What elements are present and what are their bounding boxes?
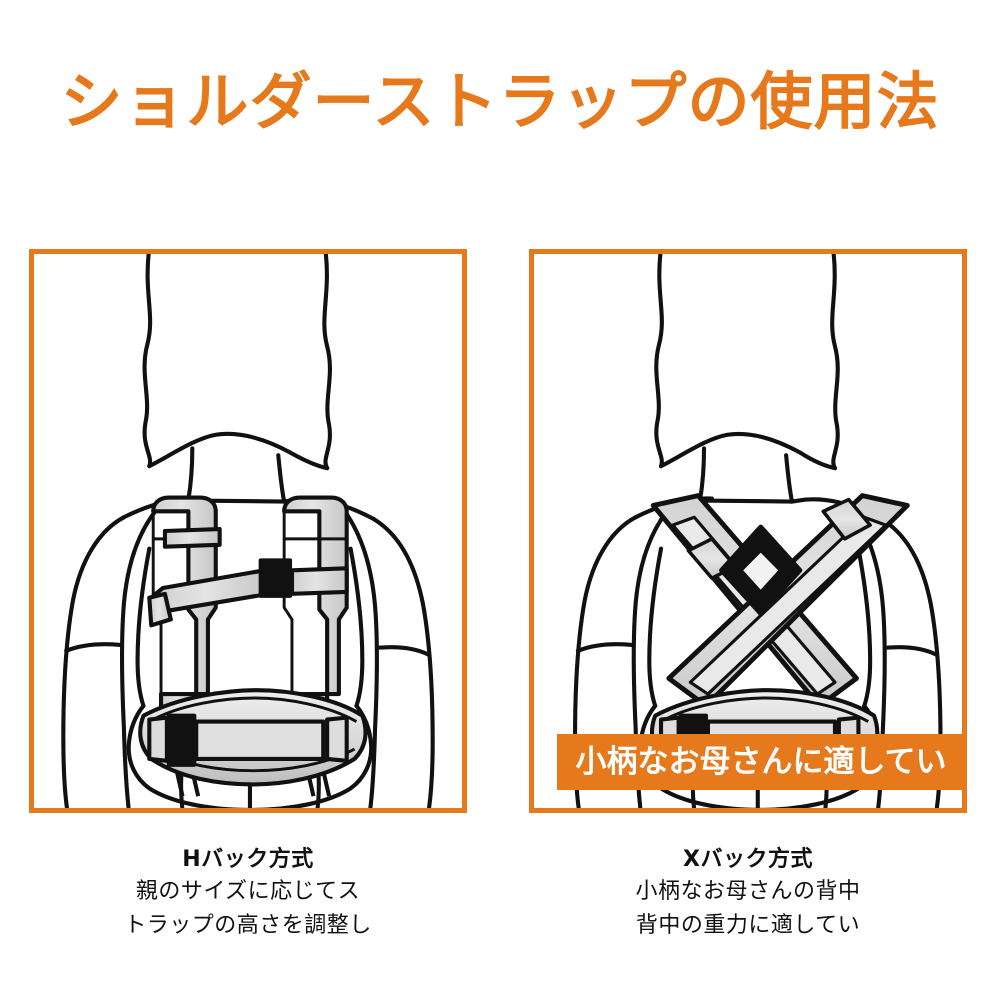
caption-h-back-title: Hバック方式 bbox=[182, 847, 314, 872]
hair-left-outline bbox=[142, 254, 153, 469]
buckle-icon bbox=[258, 558, 293, 598]
caption-h-back: Hバック方式 親のサイズに応じてス トラップの高さを調整し bbox=[29, 845, 467, 943]
panel-x-back bbox=[529, 249, 967, 813]
panel-h-back bbox=[29, 249, 467, 813]
chest-strap-right bbox=[289, 566, 349, 596]
caption-x-back-line-2: 背中の重力に適してい bbox=[635, 913, 861, 938]
caption-x-back-title: Xバック方式 bbox=[683, 847, 813, 872]
waist-buckle-icon bbox=[166, 713, 197, 767]
chest-strap-tail bbox=[147, 591, 173, 628]
caption-x-back: Xバック方式 小柄なお母さんの背中 背中の重力に適してい bbox=[529, 845, 967, 943]
banner-suited-for-petite-mothers: 小柄なお母さんに適してい bbox=[557, 734, 965, 790]
h-back-harness-illustration bbox=[61, 254, 435, 808]
caption-h-back-line-1: 親のサイズに応じてス bbox=[135, 879, 361, 904]
caption-h-back-line-2: トラップの高さを調整し bbox=[124, 913, 372, 938]
caption-x-back-line-1: 小柄なお母さんの背中 bbox=[635, 879, 861, 904]
waist-belt-plate bbox=[194, 719, 326, 761]
chest-strap-left-upper bbox=[162, 526, 222, 549]
right-shoulder-strap bbox=[282, 495, 349, 697]
page-title: ショルダーストラップの使用法 bbox=[60, 65, 940, 138]
x-back-harness-illustration bbox=[572, 254, 943, 808]
